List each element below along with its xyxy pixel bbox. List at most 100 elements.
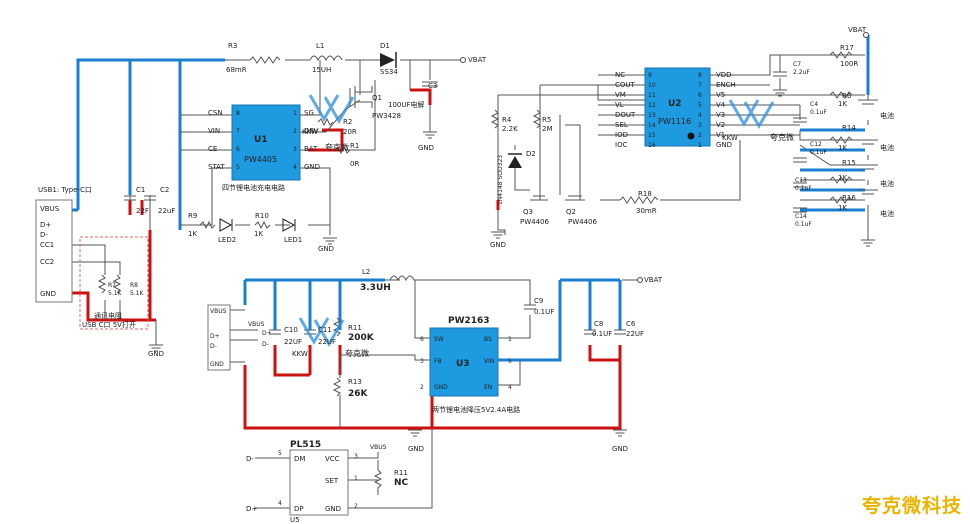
usb-out-pin: D- xyxy=(210,343,217,350)
c2-val: 22uF xyxy=(158,207,175,215)
r11-val: 200K xyxy=(348,333,375,343)
u2-pin-label: V5 xyxy=(716,91,725,99)
d1-val: SS34 xyxy=(380,68,398,76)
c4-ref: C4 xyxy=(810,101,818,108)
q2-ref: Q2 xyxy=(566,208,576,216)
u3-pin-label: SW xyxy=(434,336,444,343)
pl515-pin-num: 3 xyxy=(354,453,358,460)
u2-chip xyxy=(644,67,711,147)
c13-ref: C13 xyxy=(795,177,807,184)
c1-val: 22F xyxy=(136,207,149,215)
pl515-name: PL515 xyxy=(290,440,321,450)
u2-pin-label: VDD xyxy=(716,71,732,79)
u2-pin-label: VL xyxy=(615,101,624,109)
usb-out-side: VBUS xyxy=(248,321,265,328)
u1-pin-label: VIN xyxy=(208,127,220,135)
u2-pin-num: 8 xyxy=(698,72,702,79)
vbat-label-2: VBAT xyxy=(848,26,867,34)
u2-pin-num: 15 xyxy=(648,132,656,139)
q1-ref: Q1 xyxy=(372,94,382,102)
u3-pin-label: EN xyxy=(484,384,492,391)
u2-pin-label: V4 xyxy=(716,101,726,109)
q1-val: PW3428 xyxy=(372,112,401,120)
u2-pin-label: IOD xyxy=(615,131,628,139)
usb-output-connector xyxy=(207,304,231,371)
u1-pin-num: 3 xyxy=(293,146,297,153)
u1-pin-label: GND xyxy=(304,163,320,171)
u2-pin-label: V1 xyxy=(716,131,725,139)
u2-pin-num: 11 xyxy=(648,92,656,99)
q3-ref: Q3 xyxy=(523,208,533,216)
u2-pin-label: GND xyxy=(716,141,732,149)
u2-pin-num: 12 xyxy=(648,102,656,109)
gnd-label-1c: GND xyxy=(318,245,334,253)
r14-val: 1K xyxy=(838,144,847,152)
gnd-label-3: GND xyxy=(408,445,424,453)
u1-pin-label: BAT xyxy=(304,145,318,153)
d2-val: 1N4148 SOD323 xyxy=(497,155,504,205)
l2-ref: L2 xyxy=(362,268,370,276)
pl515-chip xyxy=(289,449,349,516)
c8-ref: C8 xyxy=(594,320,603,328)
c9-val: 0.1UF xyxy=(534,308,554,316)
vbat-label-3: VBAT xyxy=(644,276,663,284)
usb1-pin: CC1 xyxy=(40,241,54,249)
u3-part: PW2163 xyxy=(448,316,490,326)
protection-circuit xyxy=(490,32,878,247)
cc-note2: USB C口 5V打开 xyxy=(82,320,136,329)
dm-net: D- xyxy=(246,455,254,463)
r7-val: 5.1K xyxy=(108,290,123,297)
r11-ref: R11 xyxy=(348,324,362,332)
usb-out-pin: D+ xyxy=(210,333,220,340)
r3-ref: R3 xyxy=(228,42,237,50)
battery-cell-label: 电池 xyxy=(880,143,894,152)
gnd-label-2: GND xyxy=(490,241,506,249)
r16-val: 1K xyxy=(838,204,847,212)
q3-val: PW4406 xyxy=(520,218,550,226)
r13-ref: R13 xyxy=(348,378,362,386)
pl515-vbus: VBUS xyxy=(370,444,387,451)
u2-pin-label: IOC xyxy=(615,141,628,149)
u2-name: U2 xyxy=(668,99,682,109)
r10-ref: R10 xyxy=(255,212,269,220)
r8-val: 5.1K xyxy=(130,290,145,297)
usb-out-side: D+ xyxy=(262,330,272,337)
usb1-pin: D+ xyxy=(40,221,51,229)
r7-ref: R7 xyxy=(108,282,116,289)
u2-pin-num: 2 xyxy=(698,132,702,139)
c6-val: 22UF xyxy=(626,330,644,338)
u2-pin-num: 14 xyxy=(648,122,656,129)
usb1-pin: D- xyxy=(40,231,48,239)
c14-val: 0.1uF xyxy=(795,221,812,228)
u3-pin-num: 3 xyxy=(420,358,424,365)
c7-ref: C7 xyxy=(793,61,801,68)
u2-pin-num: 13 xyxy=(648,112,656,119)
u1-pin-label: SG xyxy=(304,109,314,117)
u1-pin-label: STAT xyxy=(208,163,225,171)
r6-val: 1K xyxy=(838,100,847,108)
c13-val: 0.1uF xyxy=(795,185,812,192)
c14-ref: C14 xyxy=(795,213,807,220)
u1-pin-num: 6 xyxy=(236,146,240,153)
pl515-pin-num: 5 xyxy=(278,450,282,457)
u1-pin-num: 5 xyxy=(236,164,240,171)
u3-pin-num: 5 xyxy=(508,358,512,365)
r4-ref: R4 xyxy=(502,116,512,124)
pl515-pin-label: SET xyxy=(325,477,339,485)
gnd-label-1: GND xyxy=(418,144,434,152)
r5-ref: R5 xyxy=(542,116,551,124)
c3-ref: C3 xyxy=(428,82,437,90)
r16-ref: R16 xyxy=(842,194,856,202)
u1-part: PW4405 xyxy=(244,155,277,164)
battery-cell-label: 电池 xyxy=(880,209,894,218)
c7-val: 2.2uF xyxy=(793,69,810,76)
r18-ref: R18 xyxy=(638,190,652,198)
c3-val: 100UF电解 xyxy=(388,100,425,109)
c6-ref: C6 xyxy=(626,320,636,328)
pl515-pin-label: VCC xyxy=(325,455,340,463)
pl515-pin-num: 2 xyxy=(354,503,358,510)
l2-val: 3.3UH xyxy=(360,283,391,293)
buck-circuit xyxy=(207,275,643,516)
c9-ref: C9 xyxy=(534,297,543,305)
u2-pin-label: VM xyxy=(615,91,626,99)
